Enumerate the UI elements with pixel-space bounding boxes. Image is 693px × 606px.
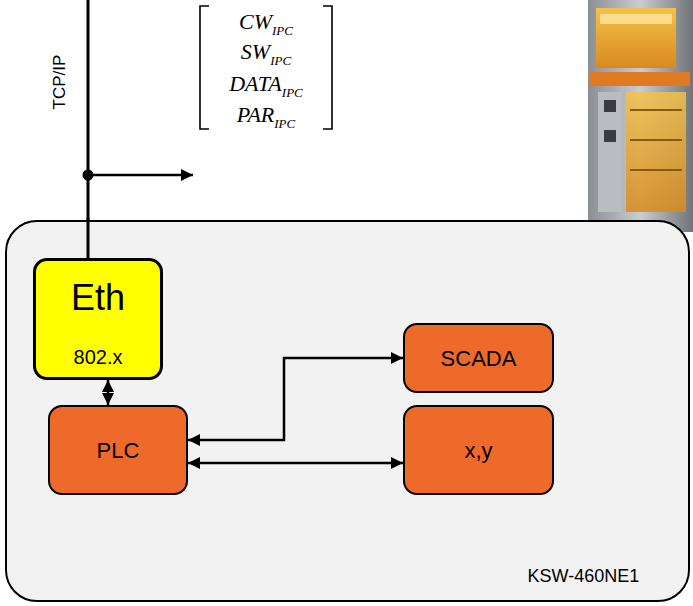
connector-arrow xyxy=(107,380,110,405)
process-box: SCADA xyxy=(403,323,554,393)
matrix-bracket xyxy=(323,6,332,129)
matrix-entry: CW xyxy=(239,9,272,34)
box-title: x,y xyxy=(464,438,492,463)
process-box: x,y xyxy=(403,405,554,495)
matrix-row: PARIPC xyxy=(200,102,332,131)
process-box: PLC xyxy=(48,405,188,495)
matrix-subscript: IPC xyxy=(282,85,303,100)
system-housing: KSW-460NE1 Eth 802.xPLC SCADA x,y xyxy=(5,220,690,602)
box-title: SCADA xyxy=(441,346,517,371)
box-title: PLC xyxy=(97,438,140,463)
network-wire xyxy=(87,218,90,258)
matrix-row: SWIPC xyxy=(200,39,332,68)
matrix-entry: DATA xyxy=(229,71,282,96)
data-arrow xyxy=(88,174,193,177)
matrix-entry: SW xyxy=(241,39,270,64)
matrix-subscript: IPC xyxy=(270,53,291,68)
connector-arrow xyxy=(188,462,403,465)
network-wire xyxy=(87,0,90,223)
protocol-label: TCP/IP xyxy=(50,55,70,110)
matrix-subscript: IPC xyxy=(274,116,295,131)
machine-photo xyxy=(588,0,693,232)
matrix-row: CWIPC xyxy=(200,9,332,38)
matrix-bracket xyxy=(200,6,209,129)
matrix-entry: PAR xyxy=(237,102,274,127)
ethernet-box: Eth 802.x xyxy=(33,258,163,380)
matrix-subscript: IPC xyxy=(272,23,293,38)
connector-arrow xyxy=(188,358,403,440)
system-name: KSW-460NE1 xyxy=(528,565,640,587)
box-title: Eth xyxy=(71,277,125,318)
box-subtitle: 802.x xyxy=(74,346,123,369)
matrix-row: DATAIPC xyxy=(200,71,332,100)
